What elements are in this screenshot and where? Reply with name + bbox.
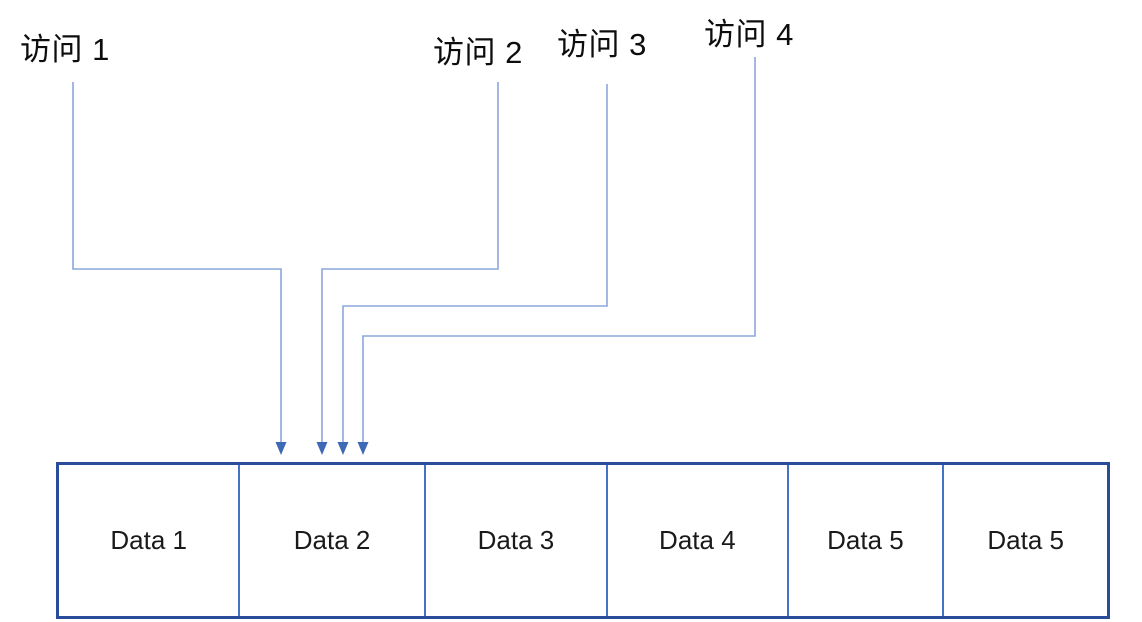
memory-cell-3: Data 3	[423, 465, 606, 616]
memory-cell-label: Data 4	[659, 525, 736, 555]
memory-cell-6: Data 5	[942, 465, 1107, 616]
connector-line-1	[72, 82, 282, 443]
memory-cell-4: Data 4	[606, 465, 786, 616]
access-label-4: 访问 4	[704, 17, 794, 52]
arrowhead-1-icon	[275, 442, 287, 455]
arrowhead-2-icon	[316, 442, 328, 455]
arrowhead-4-icon	[357, 442, 369, 455]
memory-cell-5: Data 5	[786, 465, 943, 616]
connector-line-3	[342, 84, 608, 443]
memory-array: Data 1 Data 2 Data 3 Data 4 Data 5 Data …	[56, 462, 1110, 619]
memory-cell-label: Data 5	[987, 525, 1064, 555]
memory-cell-label: Data 1	[110, 525, 187, 555]
memory-cell-label: Data 3	[477, 525, 555, 555]
access-label-2: 访问 2	[433, 35, 523, 70]
memory-cell-label: Data 5	[827, 525, 904, 555]
arrowhead-3-icon	[337, 442, 349, 455]
access-label-1: 访问 1	[20, 32, 110, 67]
memory-cell-label: Data 2	[293, 525, 371, 555]
memory-cell-2: Data 2	[238, 465, 423, 616]
connector-line-4	[362, 57, 756, 443]
connector-line-2	[321, 82, 499, 443]
access-label-3: 访问 3	[557, 27, 647, 62]
memory-cell-1: Data 1	[59, 465, 238, 616]
